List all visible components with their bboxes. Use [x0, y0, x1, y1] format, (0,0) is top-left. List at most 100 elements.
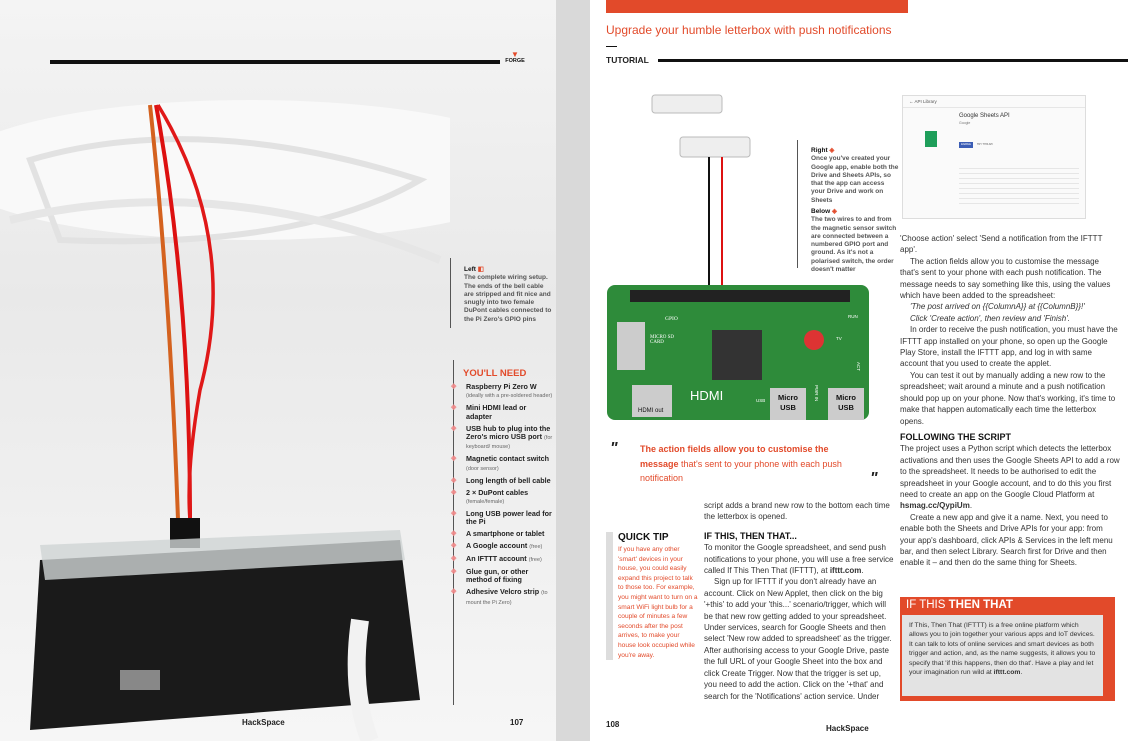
column-1: script adds a brand new row to the botto… — [704, 500, 896, 702]
need-item-name: Adhesive Velcro strip — [466, 587, 540, 597]
need-item: USB hub to plug into the Zero's micro US… — [451, 423, 553, 452]
header-rule — [50, 60, 500, 64]
need-item-name: An IFTTT account — [466, 554, 527, 563]
quick-tip-title: QUICK TIP — [618, 532, 669, 543]
paragraph-text: The project uses a Python script which d… — [900, 444, 1120, 499]
need-item: Long length of bell cable — [451, 475, 553, 486]
ifttt-link[interactable]: ifttt.com — [993, 669, 1021, 677]
need-item-name: Magnetic contact switch — [466, 454, 550, 464]
header-bar — [606, 0, 908, 13]
hdmi-label: HDMI — [690, 388, 724, 403]
need-item: Mini HDMI lead or adapter — [451, 403, 553, 421]
pull-quote-rest: that's sent to your phone with each push… — [640, 458, 842, 484]
arrow-down-icon: ◈ — [831, 208, 837, 215]
need-item-note: (for keyboard/ mouse) — [466, 435, 553, 451]
micro-usb-power-label: Micro USB — [835, 393, 856, 412]
paragraph: You can test it out by manually adding a… — [900, 370, 1116, 426]
need-item: Raspberry Pi Zero W (ideally with a pre-… — [451, 382, 553, 401]
need-item-note: (to mount the Pi Zero) — [466, 590, 548, 606]
need-item-note: (door sensor) — [466, 465, 499, 472]
caption-label: Below — [811, 208, 831, 215]
quick-tip-text: If you have any other 'smart' devices in… — [618, 546, 698, 659]
hdmi-out-label: HDMI out — [638, 408, 664, 414]
need-item-note: (ideally with a pre-soldered header) — [466, 393, 553, 400]
paragraph: Create a new app and give it a name. Nex… — [900, 512, 1113, 568]
api-title: Google Sheets API — [959, 113, 1010, 119]
header-rule — [658, 59, 1128, 62]
quote-open-icon: " — [610, 440, 618, 457]
instruction: Click 'Create action', then review and '… — [910, 313, 1070, 323]
paragraph: Sign up for IFTTT if you don't already h… — [704, 577, 892, 701]
gpio-label: GPIO — [665, 316, 678, 322]
paragraph: script adds a brand new row to the botto… — [704, 501, 890, 522]
need-item: Long USB power lead for the Pi — [451, 509, 553, 527]
need-item: Adhesive Velcro strip (to mount the Pi Z… — [451, 587, 553, 607]
need-item-note: (free) — [529, 544, 543, 551]
column-2: 'Choose action' select 'Send a notificat… — [900, 233, 1120, 569]
need-item: Glue gun, or other method of fixing — [451, 566, 553, 585]
sd-label: MICRO SD CARD — [650, 335, 675, 345]
headline: Upgrade your humble letterbox with push … — [606, 23, 892, 37]
paragraph: The project uses a Python script which d… — [900, 444, 1120, 511]
api-library-back: ← API Library — [903, 96, 1085, 108]
page-number: 107 — [510, 718, 524, 727]
api-library-screenshot: ← API Library Google Sheets API Google E… — [902, 95, 1086, 219]
quote-close-icon: " — [870, 470, 878, 487]
need-item-note: (free) — [528, 557, 542, 563]
youll-need-heading: YOU'LL NEED — [463, 368, 527, 379]
boxout-title: IF THIS THEN THAT — [906, 599, 1013, 611]
need-item-name: Raspberry Pi Zero W — [466, 382, 537, 391]
need-item-name: 2 × DuPont cables — [466, 487, 529, 497]
paragraph: To monitor the Google spreadsheet, and s… — [704, 543, 894, 576]
message-example: 'The post arrived on {{ColumnA}} at {{Co… — [910, 302, 1085, 312]
need-item-name: Long length of bell cable — [466, 475, 551, 485]
need-item: 2 × DuPont cables (female/female) — [451, 487, 553, 507]
boxout-body: If This, Then That (IFTTT) is a free onl… — [902, 615, 1103, 696]
caption-right: Right ◈Once you've created your Google a… — [811, 147, 899, 205]
caption-text: The complete wiring setup. The ends of t… — [464, 274, 552, 323]
right-page: Upgrade your humble letterbox with push … — [590, 0, 1128, 741]
paragraph: In order to receive the push notificatio… — [900, 325, 1118, 369]
section-label: TUTORIAL — [606, 55, 649, 65]
tv-label: TV — [836, 336, 842, 341]
paragraph: 'Choose action' select 'Send a notificat… — [900, 234, 1103, 255]
section-label: ▼FORGE — [500, 50, 530, 65]
youll-need-list: YOU'LL NEED Raspberry Pi Zero W (ideally… — [451, 368, 553, 611]
run-label: RUN — [848, 314, 858, 319]
section-text: FORGE — [505, 58, 525, 64]
caption-text: Once you've created your Google app, ena… — [811, 155, 899, 204]
pi-wiring-photo — [0, 100, 450, 741]
try-api-button[interactable]: TRY THIS API — [977, 143, 993, 146]
pull-quote-bold: The action fields allow you to customise… — [640, 444, 829, 469]
need-item: An IFTTT account (free) — [451, 554, 553, 564]
caption-left: Left ◧The complete wiring setup. The end… — [464, 266, 552, 324]
boxout-title-light: IF THIS — [906, 599, 949, 611]
page-number: 108 — [606, 720, 620, 729]
act-label: ACT — [856, 362, 861, 371]
hsmag-link[interactable]: hsmag.cc/QypiUm — [900, 501, 970, 511]
boxout-title-bold: THEN THAT — [948, 599, 1013, 611]
need-item: A Google account (free) — [451, 541, 553, 551]
left-page: ▼FORGE Left ◧The complete wiring setup. … — [0, 0, 556, 741]
enable-button[interactable]: ENABLE — [959, 142, 973, 148]
headline-rule — [606, 46, 617, 47]
caption-label: Left — [464, 266, 476, 273]
caption-below: Below ◈The two wires to and from the mag… — [811, 208, 899, 274]
need-item-name: USB hub to plug into the Zero's micro US… — [466, 423, 551, 442]
boxout-ifttt: IF THIS THEN THAT If This, Then That (IF… — [900, 597, 1115, 701]
need-item-name: Mini HDMI lead or adapter — [466, 403, 527, 421]
arrow-left-icon: ◧ — [477, 266, 484, 273]
forge-icon: ▼ — [511, 50, 519, 59]
need-item: A smartphone or tablet — [451, 529, 553, 539]
need-item: Magnetic contact switch (door sensor) — [451, 454, 553, 473]
need-item-name: Glue gun, or other method of fixing — [466, 566, 529, 585]
caption-label: Right — [811, 147, 828, 154]
need-item-name: A Google account — [466, 541, 528, 551]
caption-rule — [797, 140, 798, 268]
quick-tip: QUICK TIP If you have any other 'smart' … — [606, 532, 698, 661]
micro-usb-label: Micro USB — [777, 393, 798, 412]
paragraph: The action fields allow you to customise… — [900, 256, 1111, 301]
ifttt-link[interactable]: ifttt.com — [829, 566, 862, 576]
caption-text: The two wires to and from the magnetic s… — [811, 216, 897, 274]
need-item-note: (female/female) — [466, 498, 505, 505]
